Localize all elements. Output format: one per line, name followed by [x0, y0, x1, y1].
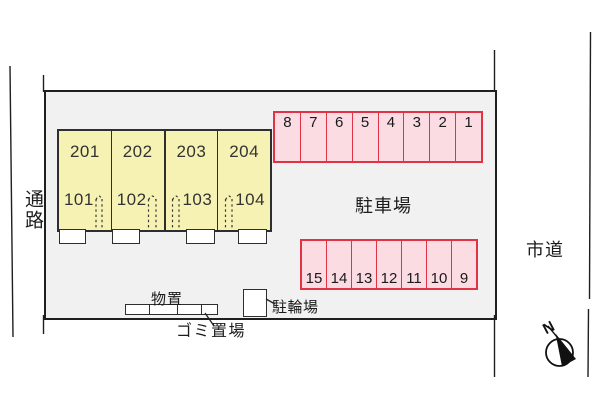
parking-space: 7 [299, 113, 326, 161]
parking-space-number: 15 [305, 270, 323, 287]
north-label: N [540, 318, 558, 338]
parking-space: 15 [302, 241, 326, 288]
compass-needle-icon [555, 333, 576, 367]
unit-number-upper: 202 [122, 142, 153, 161]
building-unit: 202 102 [110, 131, 164, 230]
city-road-label: 市道 [526, 240, 564, 260]
unit-number-upper: 203 [176, 142, 207, 161]
garbage-area-label: ゴミ置場 [176, 323, 247, 340]
parking-space: 6 [325, 113, 352, 161]
building-unit: 204 104 [217, 131, 270, 230]
porch-unit-2 [112, 229, 140, 244]
building-unit: 201 101 [59, 131, 111, 230]
storage-cell [149, 305, 177, 314]
parking-lot-label: 駐車場 [355, 196, 412, 216]
storage-cell [126, 305, 149, 314]
parking-space-number: 14 [330, 270, 348, 287]
parking-space-number: 5 [360, 114, 370, 131]
parking-space-number: 8 [283, 114, 292, 131]
unit-number-lower: 102 [116, 190, 147, 209]
parking-space-number: 4 [386, 114, 396, 131]
parking-space-number: 12 [380, 270, 398, 287]
parking-space: 1 [455, 113, 481, 161]
road-right-line-lower [587, 308, 590, 378]
parking-space-number: 10 [430, 270, 448, 287]
storage-cell [201, 305, 217, 314]
apartment-building: 201 101 202 102 203 103 204 104 [57, 129, 272, 232]
porch-unit-1 [59, 229, 86, 244]
compass: N [540, 318, 576, 367]
porch-unit-3 [186, 229, 215, 244]
parking-space-number: 13 [355, 270, 373, 287]
parking-space-number: 6 [335, 114, 344, 131]
storage-cell [177, 305, 201, 314]
parking-space-number: 11 [406, 270, 422, 287]
unit-number-lower: 104 [235, 190, 266, 209]
bicycle-parking-box [243, 289, 267, 317]
parking-space: 12 [376, 241, 401, 288]
passage-label: 通路 [22, 189, 43, 231]
parking-space: 11 [401, 241, 426, 288]
parking-space-number: 7 [309, 114, 318, 131]
unit-number-lower: 103 [182, 190, 213, 209]
unit-number-upper: 201 [69, 142, 100, 161]
parking-space-number: 1 [464, 114, 473, 131]
parking-space: 8 [275, 113, 300, 161]
compass-needle-tail [547, 325, 558, 338]
compass-circle [545, 338, 574, 367]
unit-number-lower: 101 [63, 190, 94, 209]
parking-space: 13 [351, 241, 376, 288]
bicycle-parking-label: 駐輪場 [272, 299, 319, 316]
parking-space-number: 2 [438, 114, 447, 131]
parking-space: 14 [326, 241, 351, 288]
parking-space: 10 [426, 241, 451, 288]
passage-left-line [9, 65, 14, 338]
porch-unit-4 [238, 229, 267, 244]
parking-space: 4 [377, 113, 404, 161]
storage-shed [125, 304, 218, 315]
building-unit: 203 103 [163, 131, 218, 230]
parking-space: 3 [403, 113, 429, 161]
unit-number-upper: 204 [229, 142, 260, 161]
parking-space: 5 [351, 113, 378, 161]
parking-row-bottom: 15 14 13 12 11 10 9 [300, 239, 478, 290]
storage-label: 物置 [151, 291, 184, 308]
road-right-line-upper [588, 31, 592, 300]
parking-space: 2 [429, 113, 455, 161]
parking-space-number: 9 [459, 270, 469, 287]
parking-space-number: 3 [412, 114, 421, 131]
parking-space: 9 [451, 241, 476, 288]
